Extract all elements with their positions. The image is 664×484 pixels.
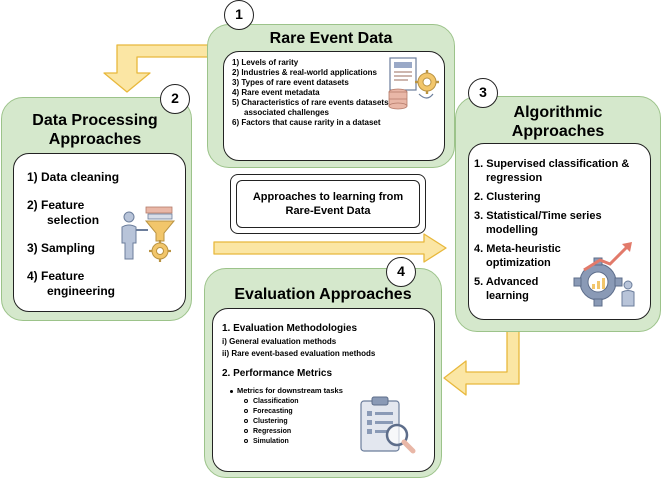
metric-item: Forecasting [244,407,299,417]
step-number-4: 4 [386,257,416,287]
arrow-center-right [213,233,447,263]
metric-label: Simulation [253,438,289,445]
data-processing-list: 1) Data cleaning 2) Feature selection 3)… [27,170,127,299]
rare-event-item: 6) Factors that cause rarity in a datase… [232,118,381,127]
metric-item: Regression [244,427,299,437]
person-funnel-gear-icon [121,206,176,262]
data-processing-item: 4) Feature engineering [27,269,116,298]
algorithmic-item: 2. Clustering [474,191,541,203]
algorithmic-item: 3. Statistical/Time series modelling [474,210,602,236]
metric-label: Forecasting [253,408,293,415]
center-title-box [230,174,426,234]
rare-event-list: 1) Levels of rarity 2) Industries & real… [232,58,397,128]
step-number-1: 1 [224,0,254,30]
rare-event-item: 2) Industries & real-world applications [232,68,377,77]
metric-label: Clustering [253,418,288,425]
metric-item: Clustering [244,417,299,427]
center-title-text: Approaches to learning from Rare-Event D… [252,191,404,217]
step-number-3: 3 [468,78,498,108]
clipboard-magnifier-icon [360,396,416,454]
metrics-bullet [230,390,233,393]
algorithmic-title: Algorithmic Approaches [511,104,605,140]
metric-label: Regression [253,428,292,435]
algorithmic-item: 4. Meta-heuristic optimization [474,243,561,269]
algorithmic-item: 1. Supervised classification & regressio… [474,158,630,184]
algorithmic-content-box [468,143,651,320]
metric-item: Classification [244,397,299,407]
evaluation-section-metrics: 2. Performance Metrics [222,368,333,379]
rare-event-item: 1) Levels of rarity [232,58,299,67]
metric-bullet [244,409,248,414]
arrow-algorithmic-to-evaluation [443,329,520,396]
data-processing-item: 2) Feature selection [27,198,100,227]
metric-bullet [244,419,248,424]
metric-label: Classification [253,398,299,405]
rare-event-item: 4) Rare event metadata [232,88,320,97]
metric-item: Simulation [244,437,299,447]
metric-bullet [244,439,248,444]
metric-bullet [244,429,248,434]
rare-event-title: Rare Event Data [269,30,393,47]
data-processing-item: 3) Sampling [27,241,96,255]
evaluation-section-methodologies: 1. Evaluation Methodologies [222,323,358,334]
metric-bullet [244,399,248,404]
rare-event-item: 3) Types of rare event datasets [232,78,349,87]
algorithmic-list: 1. Supervised classification & regressio… [474,157,634,303]
document-database-gear-icon [388,57,439,110]
arrow-rare-to-processing [103,44,215,93]
evaluation-sub-general: i) General evaluation methods [222,337,337,346]
step-number-2: 2 [160,84,190,114]
metrics-heading: Metrics for downstream tasks [237,386,343,395]
evaluation-title: Evaluation Approaches [234,286,412,303]
data-processing-title: Data Processing Approaches [32,112,158,148]
metrics-list: Classification Forecasting Clustering Re… [244,397,299,447]
data-processing-item: 1) Data cleaning [27,170,120,184]
algorithmic-item: 5. Advanced learning [474,276,539,302]
center-title-inner-box [236,180,420,228]
gear-growth-chart-icon [573,242,635,307]
evaluation-sub-rare-event: ii) Rare event-based evaluation methods [222,349,376,358]
rare-event-item: 5) Characteristics of rare events datase… [232,98,397,117]
